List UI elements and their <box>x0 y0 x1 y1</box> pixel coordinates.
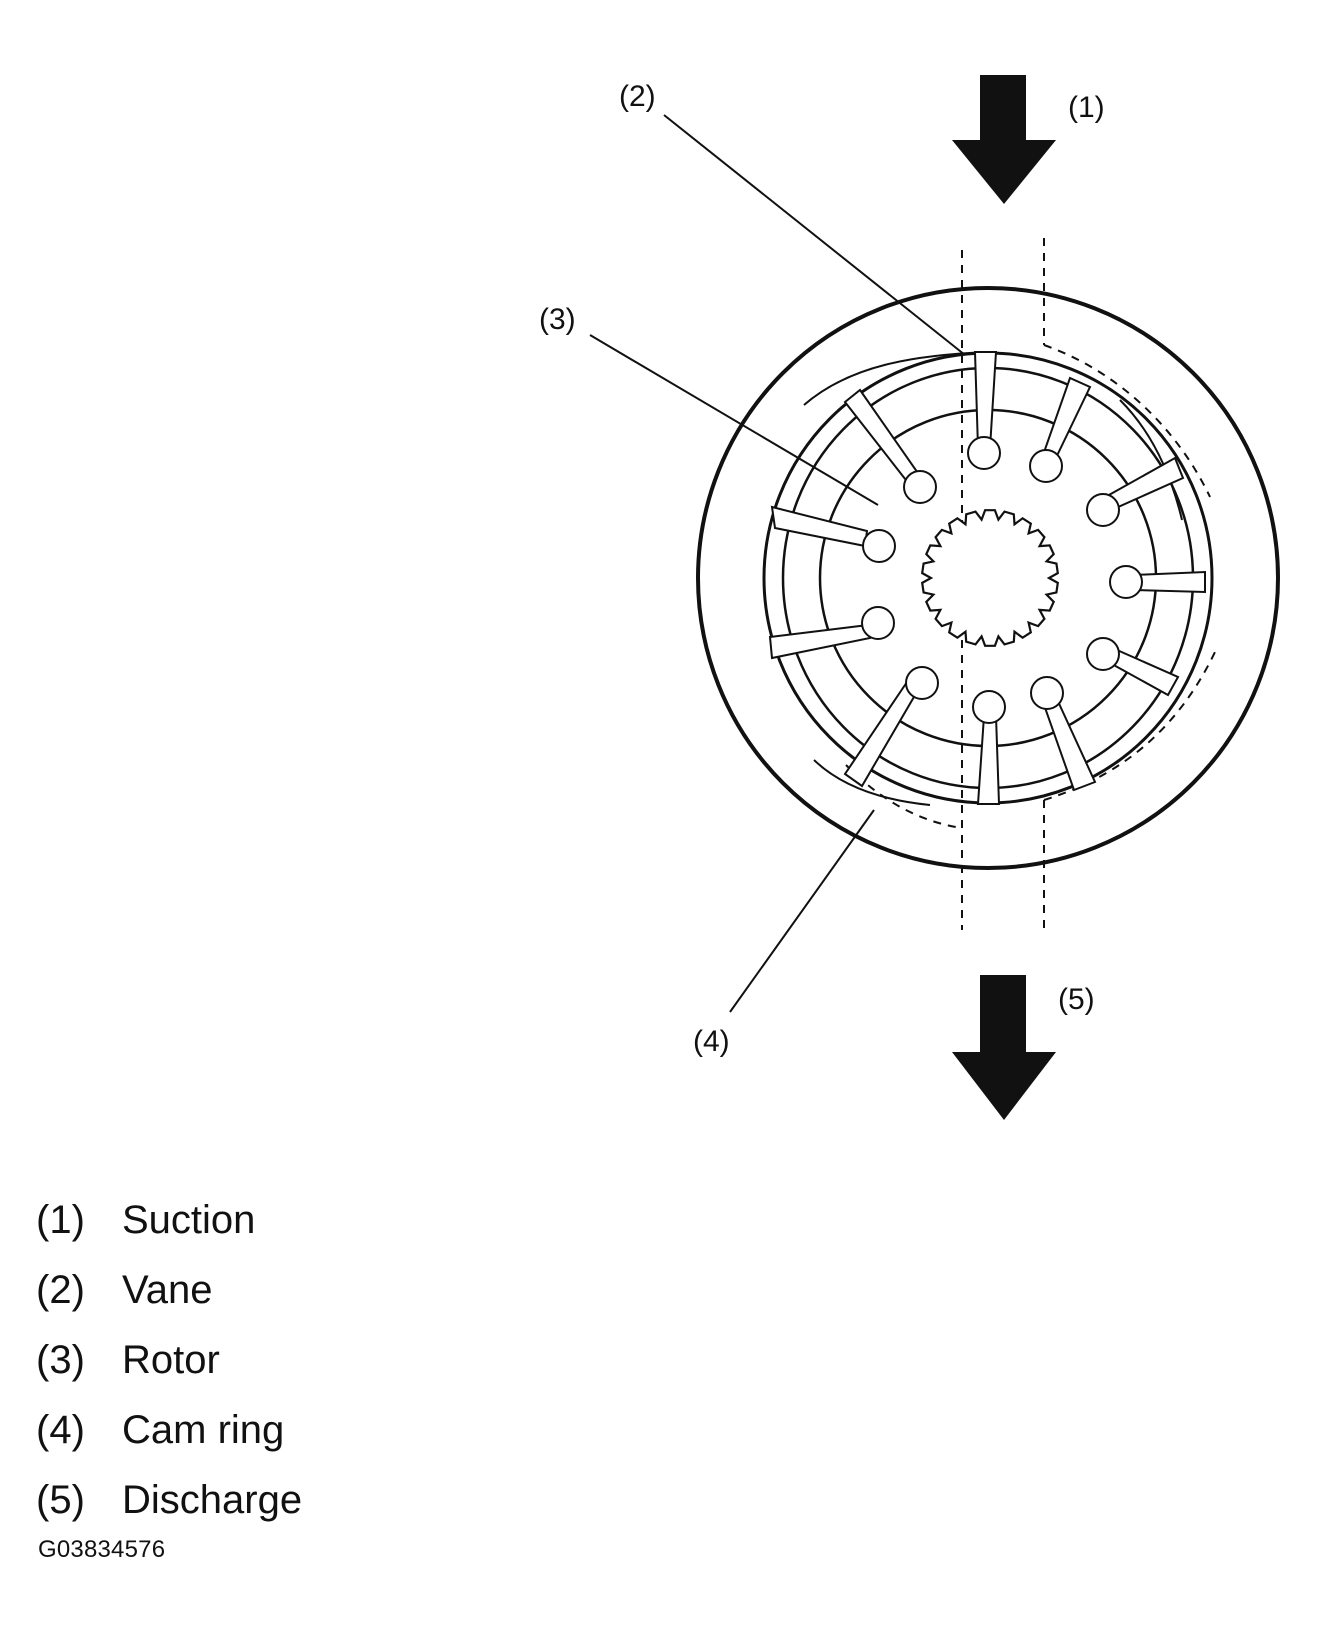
legend-label: Vane <box>122 1268 213 1312</box>
callout-vane: (2) <box>619 80 656 113</box>
vane <box>1041 695 1097 792</box>
discharge-arrow <box>952 975 1056 1120</box>
vane-hole <box>861 606 895 640</box>
figure-code: G03834576 <box>38 1536 166 1563</box>
vane <box>843 388 922 486</box>
vane-hole <box>972 690 1006 724</box>
legend-label: Rotor <box>122 1338 220 1382</box>
vane-hole <box>1109 565 1143 599</box>
vane-hole <box>967 436 1001 470</box>
vane <box>768 623 872 660</box>
vane-hole <box>1086 493 1120 527</box>
vane-hole <box>905 666 939 700</box>
vane <box>976 715 1001 805</box>
legend-label: Cam ring <box>122 1408 285 1452</box>
legend-item: (5) Discharge <box>36 1465 556 1535</box>
vane-hole <box>1086 637 1120 671</box>
legend-item: (2) Vane <box>36 1255 556 1325</box>
vane <box>1132 570 1206 594</box>
legend-number: (1) <box>36 1198 85 1242</box>
vanes <box>768 351 1206 805</box>
callout-suction: (1) <box>1068 91 1105 124</box>
callout-discharge: (5) <box>1058 983 1095 1016</box>
pump-body-outline <box>696 286 1280 870</box>
callout-rotor: (3) <box>539 303 576 336</box>
legend-number: (5) <box>36 1478 85 1522</box>
legend-number: (4) <box>36 1408 85 1452</box>
legend-item: (3) Rotor <box>36 1325 556 1395</box>
vane-hole <box>862 529 896 563</box>
legend-number: (3) <box>36 1338 85 1382</box>
vane-hole <box>1030 676 1064 710</box>
vane <box>973 351 998 449</box>
leader-lines <box>589 114 966 1013</box>
vane-hole <box>903 470 937 504</box>
legend: (1) Suction (2) Vane (3) Rotor (4) Cam r… <box>36 1185 556 1535</box>
legend-label: Discharge <box>122 1478 303 1522</box>
legend-label: Suction <box>122 1198 256 1242</box>
splined-shaft <box>921 509 1059 647</box>
callout-cam-ring: (4) <box>693 1025 730 1058</box>
legend-item: (1) Suction <box>36 1185 556 1255</box>
vane-hole <box>1029 449 1063 483</box>
legend-number: (2) <box>36 1268 85 1312</box>
legend-item: (4) Cam ring <box>36 1395 556 1465</box>
suction-arrow <box>952 75 1056 204</box>
